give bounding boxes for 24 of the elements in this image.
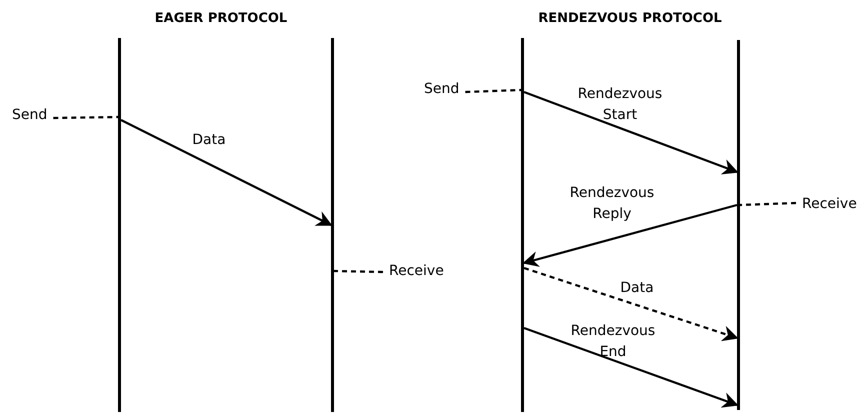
arrow [524, 326, 738, 408]
event-label: Send [424, 80, 460, 98]
leader-line [740, 202, 796, 206]
lifeline [331, 38, 334, 412]
event-label: Receive [802, 195, 857, 213]
arrow [524, 90, 738, 174]
event-label: Send [12, 106, 48, 124]
edge-label: Data [619, 279, 655, 298]
arrow [522, 204, 738, 267]
lifeline [737, 40, 740, 410]
diagram-heading: RENDEZVOUS PROTOCOL [538, 11, 722, 26]
event-label: Receive [389, 262, 444, 280]
lifeline [521, 38, 524, 412]
leader-line [465, 88, 522, 94]
leader-line [334, 270, 384, 274]
edge-label: Data [191, 131, 227, 150]
edge-label: Rendezvous Reply [568, 184, 656, 224]
leader-line [53, 116, 118, 120]
arrow [120, 119, 332, 226]
lifeline [118, 38, 121, 412]
edge-label: Rendezvous Start [576, 85, 664, 125]
arrow [524, 266, 739, 342]
edge-label: Rendezvous End [570, 322, 656, 362]
diagram-heading: EAGER PROTOCOL [154, 11, 288, 26]
